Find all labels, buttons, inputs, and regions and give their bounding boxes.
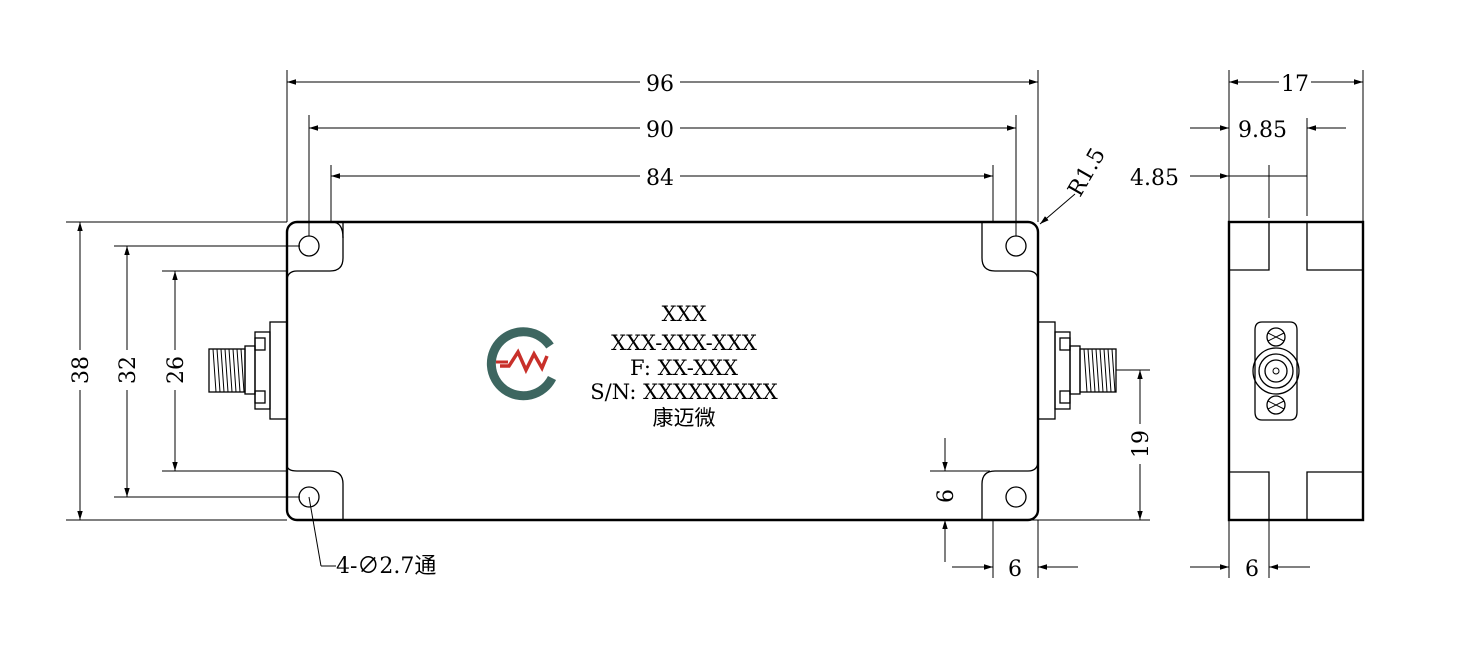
cmw-logo-icon	[486, 327, 557, 401]
dimensions-left: 38 32 26	[66, 221, 300, 521]
dim-holes: 4-∅2.7通	[336, 554, 436, 579]
label-line-3: F: XX-XXX	[630, 356, 738, 380]
dim-side-step: 4.85	[1130, 166, 1179, 191]
product-label: XXX XXX-XXX-XXX F: XX-XXX S/N: XXXXXXXXX…	[590, 302, 777, 430]
connector-right	[1037, 321, 1117, 420]
label-line-4: S/N: XXXXXXXXX	[590, 380, 777, 404]
dim-side-depth: 17	[1281, 72, 1309, 97]
dim-side-connector-offset: 9.85	[1238, 118, 1287, 143]
dim-overall-length: 96	[646, 72, 674, 97]
mount-hole-bottom-right	[1005, 486, 1027, 508]
dimensions-top: 96 90 84 R1.5	[286, 70, 1111, 236]
label-line-1: XXX	[662, 302, 707, 326]
dim-inner-width: 26	[164, 356, 189, 384]
label-line-2: XXX-XXX-XXX	[611, 331, 757, 355]
connector-left	[208, 321, 288, 420]
dim-overall-width: 38	[69, 356, 94, 384]
label-line-5: 康迈微	[653, 406, 716, 430]
cover-outline	[286, 222, 1039, 520]
dim-side-bottom: 6	[1245, 557, 1259, 582]
dim-edge-offset-horizontal: 6	[1008, 557, 1022, 582]
side-view	[1227, 220, 1365, 522]
dim-hole-spacing-width: 32	[116, 356, 141, 384]
hole-callout: 4-∅2.7通	[308, 496, 436, 579]
dim-connector-height: 19	[1129, 430, 1154, 458]
dim-corner-radius: R1.5	[1064, 144, 1111, 201]
side-dimensions: 17 9.85 4.85 6	[1130, 70, 1364, 582]
dim-hole-spacing-length: 90	[646, 118, 674, 143]
dim-inner-length: 84	[646, 166, 674, 191]
dim-edge-offset-vertical: 6	[934, 489, 959, 503]
dimensions-right: 19 6 6	[930, 369, 1154, 582]
